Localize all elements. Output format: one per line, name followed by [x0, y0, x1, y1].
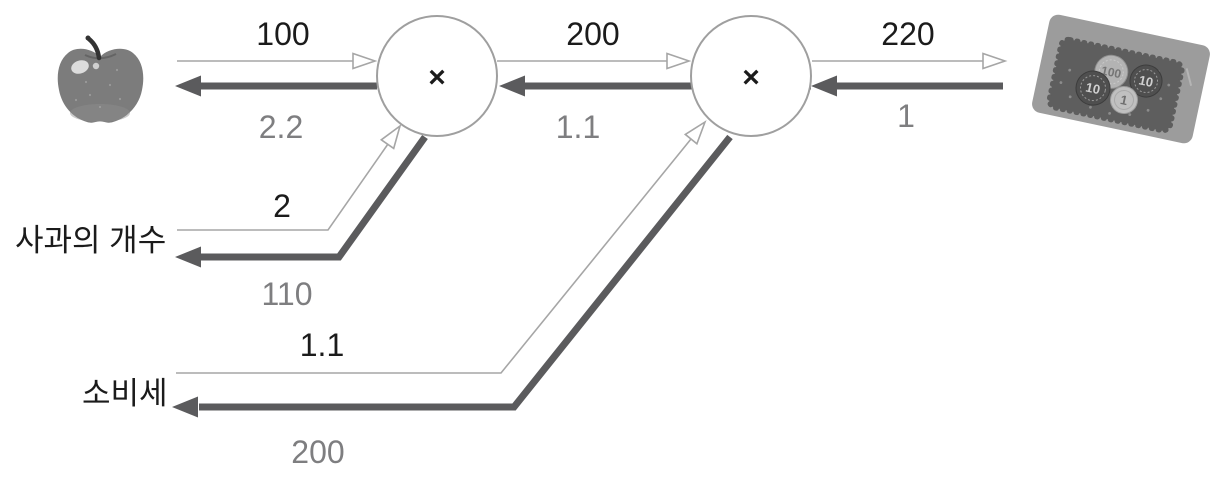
- forward-line: [176, 138, 692, 374]
- money-tray-icon: 100 10 10 1: [1032, 14, 1210, 144]
- coin-label: 10: [1137, 72, 1154, 90]
- arrow-left-icon: [175, 75, 201, 97]
- arrow-left-icon: [175, 246, 201, 268]
- arrow-left-icon: [811, 75, 837, 97]
- arrow-up-right-icon: [379, 123, 402, 150]
- forward-arrow-after-count: [497, 52, 692, 70]
- node-circle: [690, 15, 812, 137]
- arrow-up-right-icon: [683, 120, 707, 146]
- apple-highlight: [71, 60, 89, 74]
- forward-arrow-apple-price: [177, 52, 378, 70]
- multiply-op-label: ×: [428, 61, 446, 94]
- backward-arrow-tax-rate: [172, 134, 733, 418]
- forward-line: [177, 143, 389, 231]
- forward-value-apple-count: 2: [273, 188, 291, 224]
- forward-value-apple-price: 100: [256, 16, 309, 52]
- coin-10-icon: 10: [1075, 70, 1111, 106]
- apple-count-label: 사과의 개수: [15, 223, 166, 258]
- arrow-right-icon: [352, 52, 378, 70]
- backward-line: [200, 134, 428, 261]
- arrow-left-icon: [499, 75, 525, 97]
- backward-line: [199, 134, 733, 411]
- multiply-node-1: ×: [376, 15, 498, 137]
- coin-10-icon: 10: [1129, 64, 1163, 98]
- forward-value-after-count: 200: [566, 16, 619, 52]
- forward-arrow-tax-rate: [176, 120, 707, 374]
- backward-arrow-apple-count: [175, 134, 428, 268]
- arrow-right-icon: [982, 52, 1008, 70]
- backward-value-apple-price: 2.2: [259, 109, 303, 145]
- tax-label: 소비세: [82, 376, 168, 411]
- coin-label: 10: [1084, 80, 1101, 98]
- forward-arrow-after-tax: [812, 52, 1008, 70]
- apple-stem: [86, 36, 102, 61]
- backward-arrow-after-tax: [811, 75, 1003, 97]
- coin-1-icon: 1: [1110, 85, 1139, 114]
- backward-value-after-count: 1.1: [556, 109, 600, 145]
- forward-arrow-apple-count: [177, 123, 402, 231]
- node-circle: [376, 15, 498, 137]
- arrow-right-icon: [666, 52, 692, 70]
- backward-value-tax-rate: 200: [291, 434, 344, 470]
- backward-arrow-apple-price: [175, 75, 377, 97]
- arrow-left-icon: [172, 396, 198, 418]
- backward-value-after-tax: 1: [897, 98, 915, 134]
- coin-label: 1: [1119, 92, 1129, 108]
- forward-value-tax-rate: 1.1: [300, 327, 344, 363]
- multiply-op-label: ×: [742, 61, 760, 94]
- multiply-node-2: ×: [690, 15, 812, 137]
- apple-icon: [57, 35, 144, 123]
- forward-value-after-tax: 220: [881, 16, 934, 52]
- backward-value-apple-count: 110: [261, 276, 312, 312]
